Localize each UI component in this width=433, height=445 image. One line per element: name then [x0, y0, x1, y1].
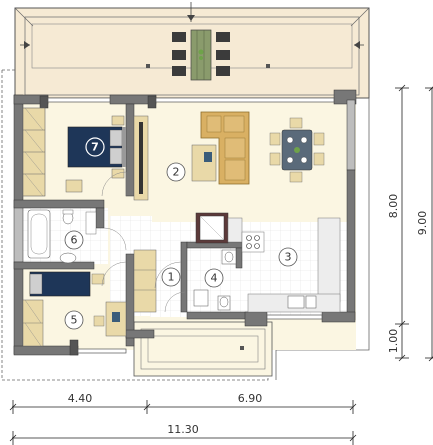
- dim-label-8-00: 8.00: [387, 194, 400, 219]
- outdoor-dining-table: [172, 29, 230, 81]
- room-2-living: [133, 111, 325, 201]
- room-label-4: 4: [204, 268, 224, 288]
- room-label-1: 1: [161, 267, 181, 287]
- room-3-kitchen: [195, 212, 341, 313]
- svg-text:4: 4: [211, 272, 218, 285]
- room-label-7: 7: [85, 137, 105, 157]
- svg-text:5: 5: [71, 314, 78, 327]
- svg-text:3: 3: [285, 251, 292, 264]
- room-label-5: 5: [64, 310, 84, 330]
- terrace-top: [14, 2, 370, 99]
- dim-label-4-40: 4.40: [68, 392, 93, 405]
- dim-label-9-00: 9.00: [416, 211, 429, 236]
- room-1-hall: [133, 249, 186, 313]
- dim-label-6-90: 6.90: [238, 392, 263, 405]
- room-label-6: 6: [64, 230, 84, 250]
- dim-label-11-30: 11.30: [167, 423, 199, 436]
- room-label-2: 2: [166, 162, 186, 182]
- svg-text:6: 6: [71, 234, 78, 247]
- entrance-porch: [133, 321, 273, 377]
- dimension-lines: [9, 84, 433, 445]
- svg-text:2: 2: [173, 166, 180, 179]
- room-label-3: 3: [278, 247, 298, 267]
- svg-text:1: 1: [168, 271, 175, 284]
- walls: [13, 89, 357, 356]
- room-numbers: 7 2 3 4 1 6 5: [64, 137, 298, 330]
- room-5-bedroom: [22, 261, 127, 347]
- room-4-utility: [193, 249, 237, 311]
- windows: [47, 97, 335, 354]
- svg-text:7: 7: [91, 141, 99, 154]
- dim-label-1-00: 1.00: [387, 329, 400, 354]
- room-6-bathroom: [27, 209, 127, 264]
